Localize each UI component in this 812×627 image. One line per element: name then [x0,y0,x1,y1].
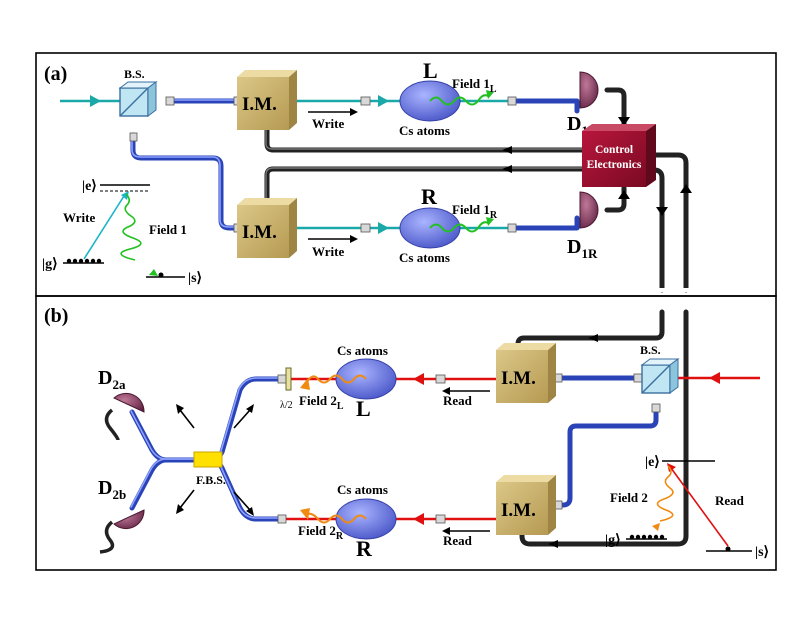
half-wave-plate [285,367,292,391]
bs-label-b: B.S. [640,343,661,357]
detector-D2b [113,509,145,530]
field1-photon-L [429,90,494,106]
beam-splitter-b [640,358,680,394]
read-arrows [442,387,490,535]
field1-photon-R [429,217,494,233]
panel-b-cable-arrows [548,334,598,548]
fiber-beam-splitter [193,451,223,468]
level-g-b: |g⟩ [605,533,621,548]
field2-label-level: Field 2 [610,490,648,505]
bs-label-a: B.S. [124,67,145,81]
level-g-a: |g⟩ [42,257,58,272]
intensity-modulator-bL [496,343,556,403]
panel-a-label: (a) [44,63,67,85]
im-label-aL: I.M. [242,94,277,115]
im-label-aR: I.M. [242,222,277,243]
detector-D1L [579,71,599,109]
cs-atoms-label-aR: Cs atoms [399,250,450,265]
field2-L-label: Field 2L [299,393,344,412]
level-diagram-b [626,460,752,552]
cs-atoms-label-aL: Cs atoms [399,123,450,138]
cs-atoms-label-bR: Cs atoms [337,482,388,497]
intensity-modulator-aR [237,198,297,258]
level-e-a: |e⟩ [82,179,97,194]
panel-a-cables [264,87,689,293]
output-arrows [176,404,254,516]
field1-R-label: Field 1R [452,202,498,221]
detector-D2b-label: D2b [98,477,126,502]
write-label-level: Write [63,210,95,225]
atom-name-R-a: R [421,184,438,209]
panel-a-cable-arrows [502,117,692,216]
cs-atoms-label-bL: Cs atoms [337,343,388,358]
fbs-label: F.B.S. [196,473,226,487]
control-line1: Control [595,144,633,156]
atom-name-L-a: L [423,58,438,83]
field2-R-label: Field 2R [298,523,344,542]
field2-photon-L [300,374,367,390]
atom-name-L-b: L [356,396,371,421]
beam-splitter-a [118,81,158,117]
half-wave-plate-label: λ/2 [280,400,293,411]
read-label-level: Read [715,493,745,508]
panel-b-frame [35,295,777,571]
cable-break-dashes [659,288,689,312]
panel-b-label: (b) [44,305,68,327]
detector-D2a-label: D2a [98,367,126,392]
intensity-modulator-aL [237,70,297,130]
level-s-b: |s⟩ [755,545,769,560]
detector-D2a [113,392,145,413]
intensity-modulator-bR [496,475,556,535]
read-label-L: Read [443,393,473,408]
atom-name-R-b: R [356,536,373,561]
panel-a-fibers [130,98,580,231]
panel-b-connectors [277,373,661,524]
detector-pigtails [99,408,120,554]
read-label-R: Read [443,533,473,548]
field1-label-level: Field 1 [149,222,187,237]
control-electronics-box [582,124,656,187]
im-label-bR: I.M. [501,500,536,521]
detector-D1R-label: D1R [567,236,598,261]
write-label-R: Write [312,244,344,259]
level-diagram-a [63,184,185,278]
write-arrows [308,108,358,243]
panel-b-fibers [129,375,659,522]
write-label-L: Write [312,116,344,131]
field2-photon-R [300,508,367,524]
level-s-a: |s⟩ [188,271,202,286]
level-e-b: |e⟩ [645,455,660,470]
detector-D1R [579,191,599,229]
im-label-bL: I.M. [501,368,536,389]
control-line2: Electronics [587,159,642,171]
field1-L-label: Field 1L [452,76,497,95]
